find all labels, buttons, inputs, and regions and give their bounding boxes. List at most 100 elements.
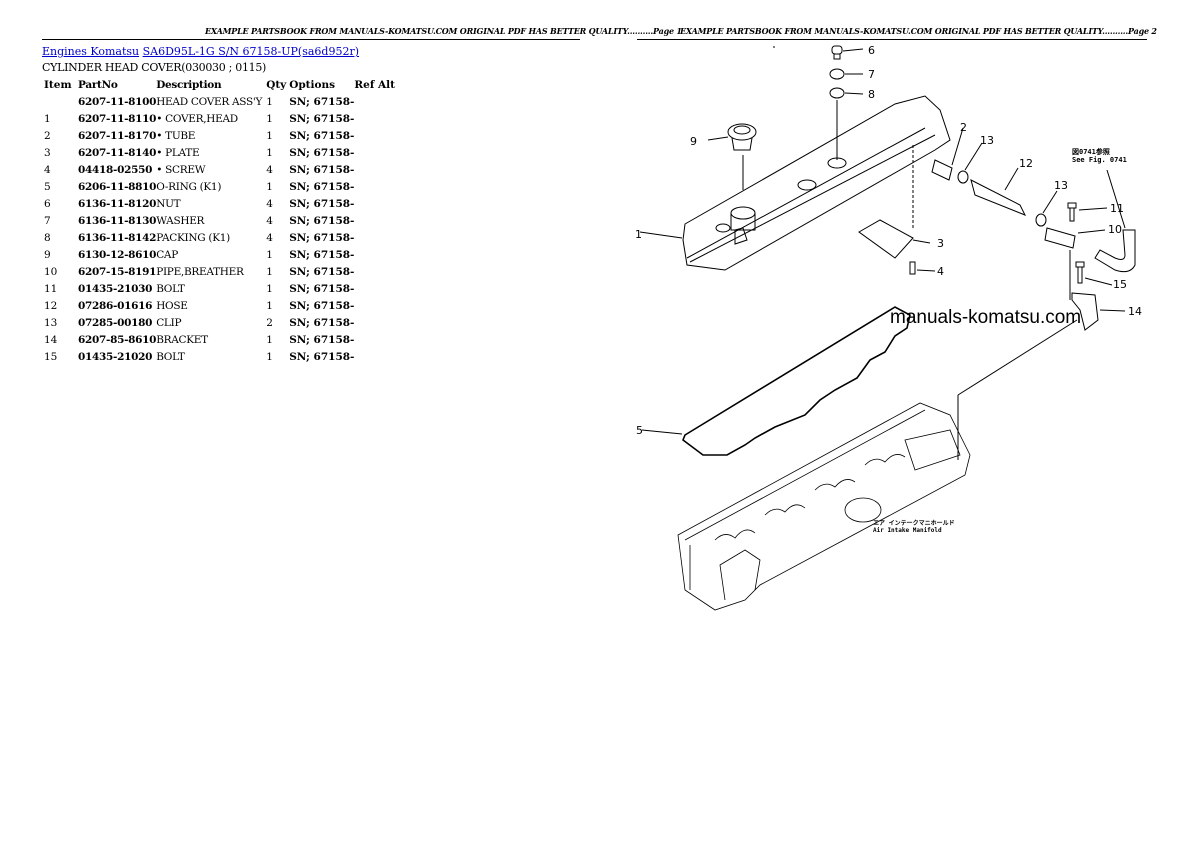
pipe-breather-part xyxy=(1044,227,1106,300)
callout-8: 8 xyxy=(868,88,875,101)
options-cell: SN; 67158- xyxy=(289,248,355,261)
parts-table: Item PartNo Description Qty Options Ref … xyxy=(44,76,395,365)
options-cell: SN; 67158- xyxy=(289,231,355,244)
col-partno: PartNo xyxy=(78,78,118,91)
page-header: EXAMPLE PARTSBOOK FROM MANUALS-KOMATSU.C… xyxy=(680,26,1157,36)
qty-cell: 1 xyxy=(266,95,273,108)
callout-7: 7 xyxy=(868,68,875,81)
o-ring-gasket-part xyxy=(641,306,911,456)
cap-part xyxy=(707,123,757,190)
cylinder-head-part xyxy=(677,402,971,611)
callout-15: 15 xyxy=(1113,278,1127,291)
options-cell: SN; 67158- xyxy=(289,299,355,312)
refalt-cell xyxy=(354,212,395,229)
callout-11: 11 xyxy=(1110,202,1124,215)
callout-14: 14 xyxy=(1128,305,1142,318)
partno-cell: 07285-00180 xyxy=(78,316,153,329)
partno-cell: 6207-85-8610 xyxy=(78,333,157,346)
description-cell: PIPE,BREATHER xyxy=(156,265,244,278)
callout-10: 10 xyxy=(1108,223,1122,236)
col-qty: Qty xyxy=(266,78,287,91)
partno-cell: 04418-02550 xyxy=(78,163,153,176)
callout-12: 12 xyxy=(1019,157,1033,170)
callout-13b: 13 xyxy=(1054,179,1068,192)
bolt-part xyxy=(1067,202,1108,222)
breadcrumb-link-engines[interactable]: Engines Komatsu xyxy=(42,45,140,58)
qty-cell: 4 xyxy=(266,214,273,227)
refalt-cell xyxy=(354,263,395,280)
see-fig-note: 図0741参照 See Fig. 0741 xyxy=(1072,148,1127,164)
refalt-cell xyxy=(354,127,395,144)
item-cell: 7 xyxy=(44,214,51,227)
description-cell: • PLATE xyxy=(156,146,200,159)
item-cell: 11 xyxy=(44,282,58,295)
qty-cell: 1 xyxy=(266,333,273,346)
partno-cell: 01435-21030 xyxy=(78,282,153,295)
intake-hose xyxy=(1094,169,1136,273)
callout-6: 6 xyxy=(868,44,875,57)
options-cell: SN; 67158- xyxy=(289,282,355,295)
qty-cell: 1 xyxy=(266,248,273,261)
partno-cell: 6207-11-8100 xyxy=(78,95,157,108)
item-cell: 2 xyxy=(44,129,51,142)
clip-part xyxy=(957,142,1058,227)
callout-2: 2 xyxy=(960,121,967,134)
options-cell: SN; 67158- xyxy=(289,197,355,210)
page-1: EXAMPLE PARTSBOOK FROM MANUALS-KOMATSU.C… xyxy=(42,26,682,365)
refalt-cell xyxy=(354,246,395,263)
item-cell: 9 xyxy=(44,248,51,261)
item-cell: 4 xyxy=(44,163,51,176)
partno-cell: 6207-15-8191 xyxy=(78,265,157,278)
item-cell: 6 xyxy=(44,197,51,210)
packing-part xyxy=(829,87,864,160)
header-divider xyxy=(637,39,1147,40)
qty-cell: 4 xyxy=(266,163,273,176)
item-cell: 5 xyxy=(44,180,51,193)
options-cell: SN; 67158- xyxy=(289,163,355,176)
section-title: CYLINDER HEAD COVER(030030 ; 0115) xyxy=(42,61,267,74)
options-cell: SN; 67158- xyxy=(289,333,355,346)
qty-cell: 1 xyxy=(266,129,273,142)
description-cell: • SCREW xyxy=(156,163,206,176)
options-cell: SN; 67158- xyxy=(289,112,355,125)
breadcrumb-link-model[interactable]: SA6D95L-1G S/N 67158-UP(sa6d952r) xyxy=(142,45,360,58)
partno-cell: 6207-11-8110 xyxy=(78,112,157,125)
nut-part xyxy=(831,45,864,60)
refalt-cell xyxy=(354,280,395,297)
options-cell: SN; 67158- xyxy=(289,265,355,278)
refalt-cell xyxy=(354,93,395,110)
qty-cell: 1 xyxy=(266,350,273,363)
description-cell: PACKING (K1) xyxy=(156,231,230,244)
qty-cell: 1 xyxy=(266,299,273,312)
washer-part xyxy=(829,68,863,80)
options-cell: SN; 67158- xyxy=(289,316,355,329)
item-cell: 12 xyxy=(44,299,58,312)
callout-9: 9 xyxy=(690,135,697,148)
item-cell: 8 xyxy=(44,231,51,244)
col-options: Options xyxy=(289,78,336,91)
tube-part xyxy=(931,127,964,181)
refalt-cell xyxy=(354,144,395,161)
description-cell: BOLT xyxy=(156,282,185,295)
partno-cell: 6136-11-8130 xyxy=(78,214,157,227)
callout-3: 3 xyxy=(937,237,944,250)
description-cell: • TUBE xyxy=(156,129,196,142)
description-cell: BRACKET xyxy=(156,333,208,346)
refalt-cell xyxy=(354,331,395,348)
refalt-cell xyxy=(354,110,395,127)
header-divider xyxy=(42,39,580,40)
callout-4: 4 xyxy=(937,265,944,278)
description-cell: HEAD COVER ASS'Y xyxy=(156,95,263,108)
plate-part xyxy=(858,145,931,259)
description-cell: • COVER,HEAD xyxy=(156,112,238,125)
col-refalt: Ref Alt xyxy=(354,78,395,91)
intake-manifold-note: エア インテークマニホールド Air Intake Manifold xyxy=(873,520,955,534)
refalt-cell xyxy=(354,297,395,314)
callout-1: 1 xyxy=(635,228,642,241)
col-description: Description xyxy=(156,78,222,91)
